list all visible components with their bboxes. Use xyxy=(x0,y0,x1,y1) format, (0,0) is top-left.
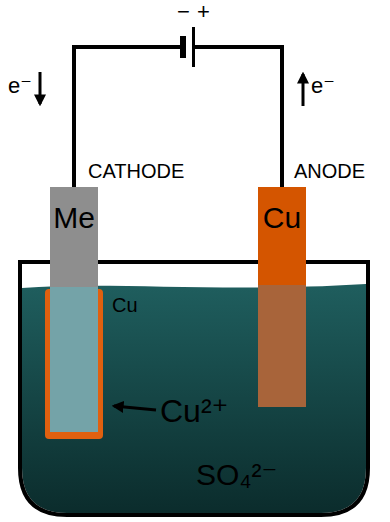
electron-flow-arrow xyxy=(302,74,305,106)
anode-electrode: Cu xyxy=(258,187,306,407)
ion-label: SO₄²⁻ xyxy=(196,458,277,491)
terminal-sign: + xyxy=(197,0,210,24)
electrode-material: Cu xyxy=(263,201,301,235)
electrode-material: Me xyxy=(53,201,95,235)
electron-label: e⁻ xyxy=(311,74,335,98)
electrode-name: ANODE xyxy=(294,160,365,182)
battery-positive-plate xyxy=(192,27,195,67)
electrode-name: CATHODE xyxy=(88,160,184,182)
deposit-label: Cu xyxy=(112,294,138,316)
ion-label: Cu²⁺ xyxy=(160,394,228,429)
circuit-wire xyxy=(74,47,282,187)
cathode-electrode: Me xyxy=(50,187,98,432)
electron-label: e⁻ xyxy=(8,74,32,98)
battery-negative-plate xyxy=(180,36,186,58)
electron-flow-arrow xyxy=(39,72,42,104)
terminal-sign: − xyxy=(177,0,190,24)
ion-arrow xyxy=(114,406,156,410)
